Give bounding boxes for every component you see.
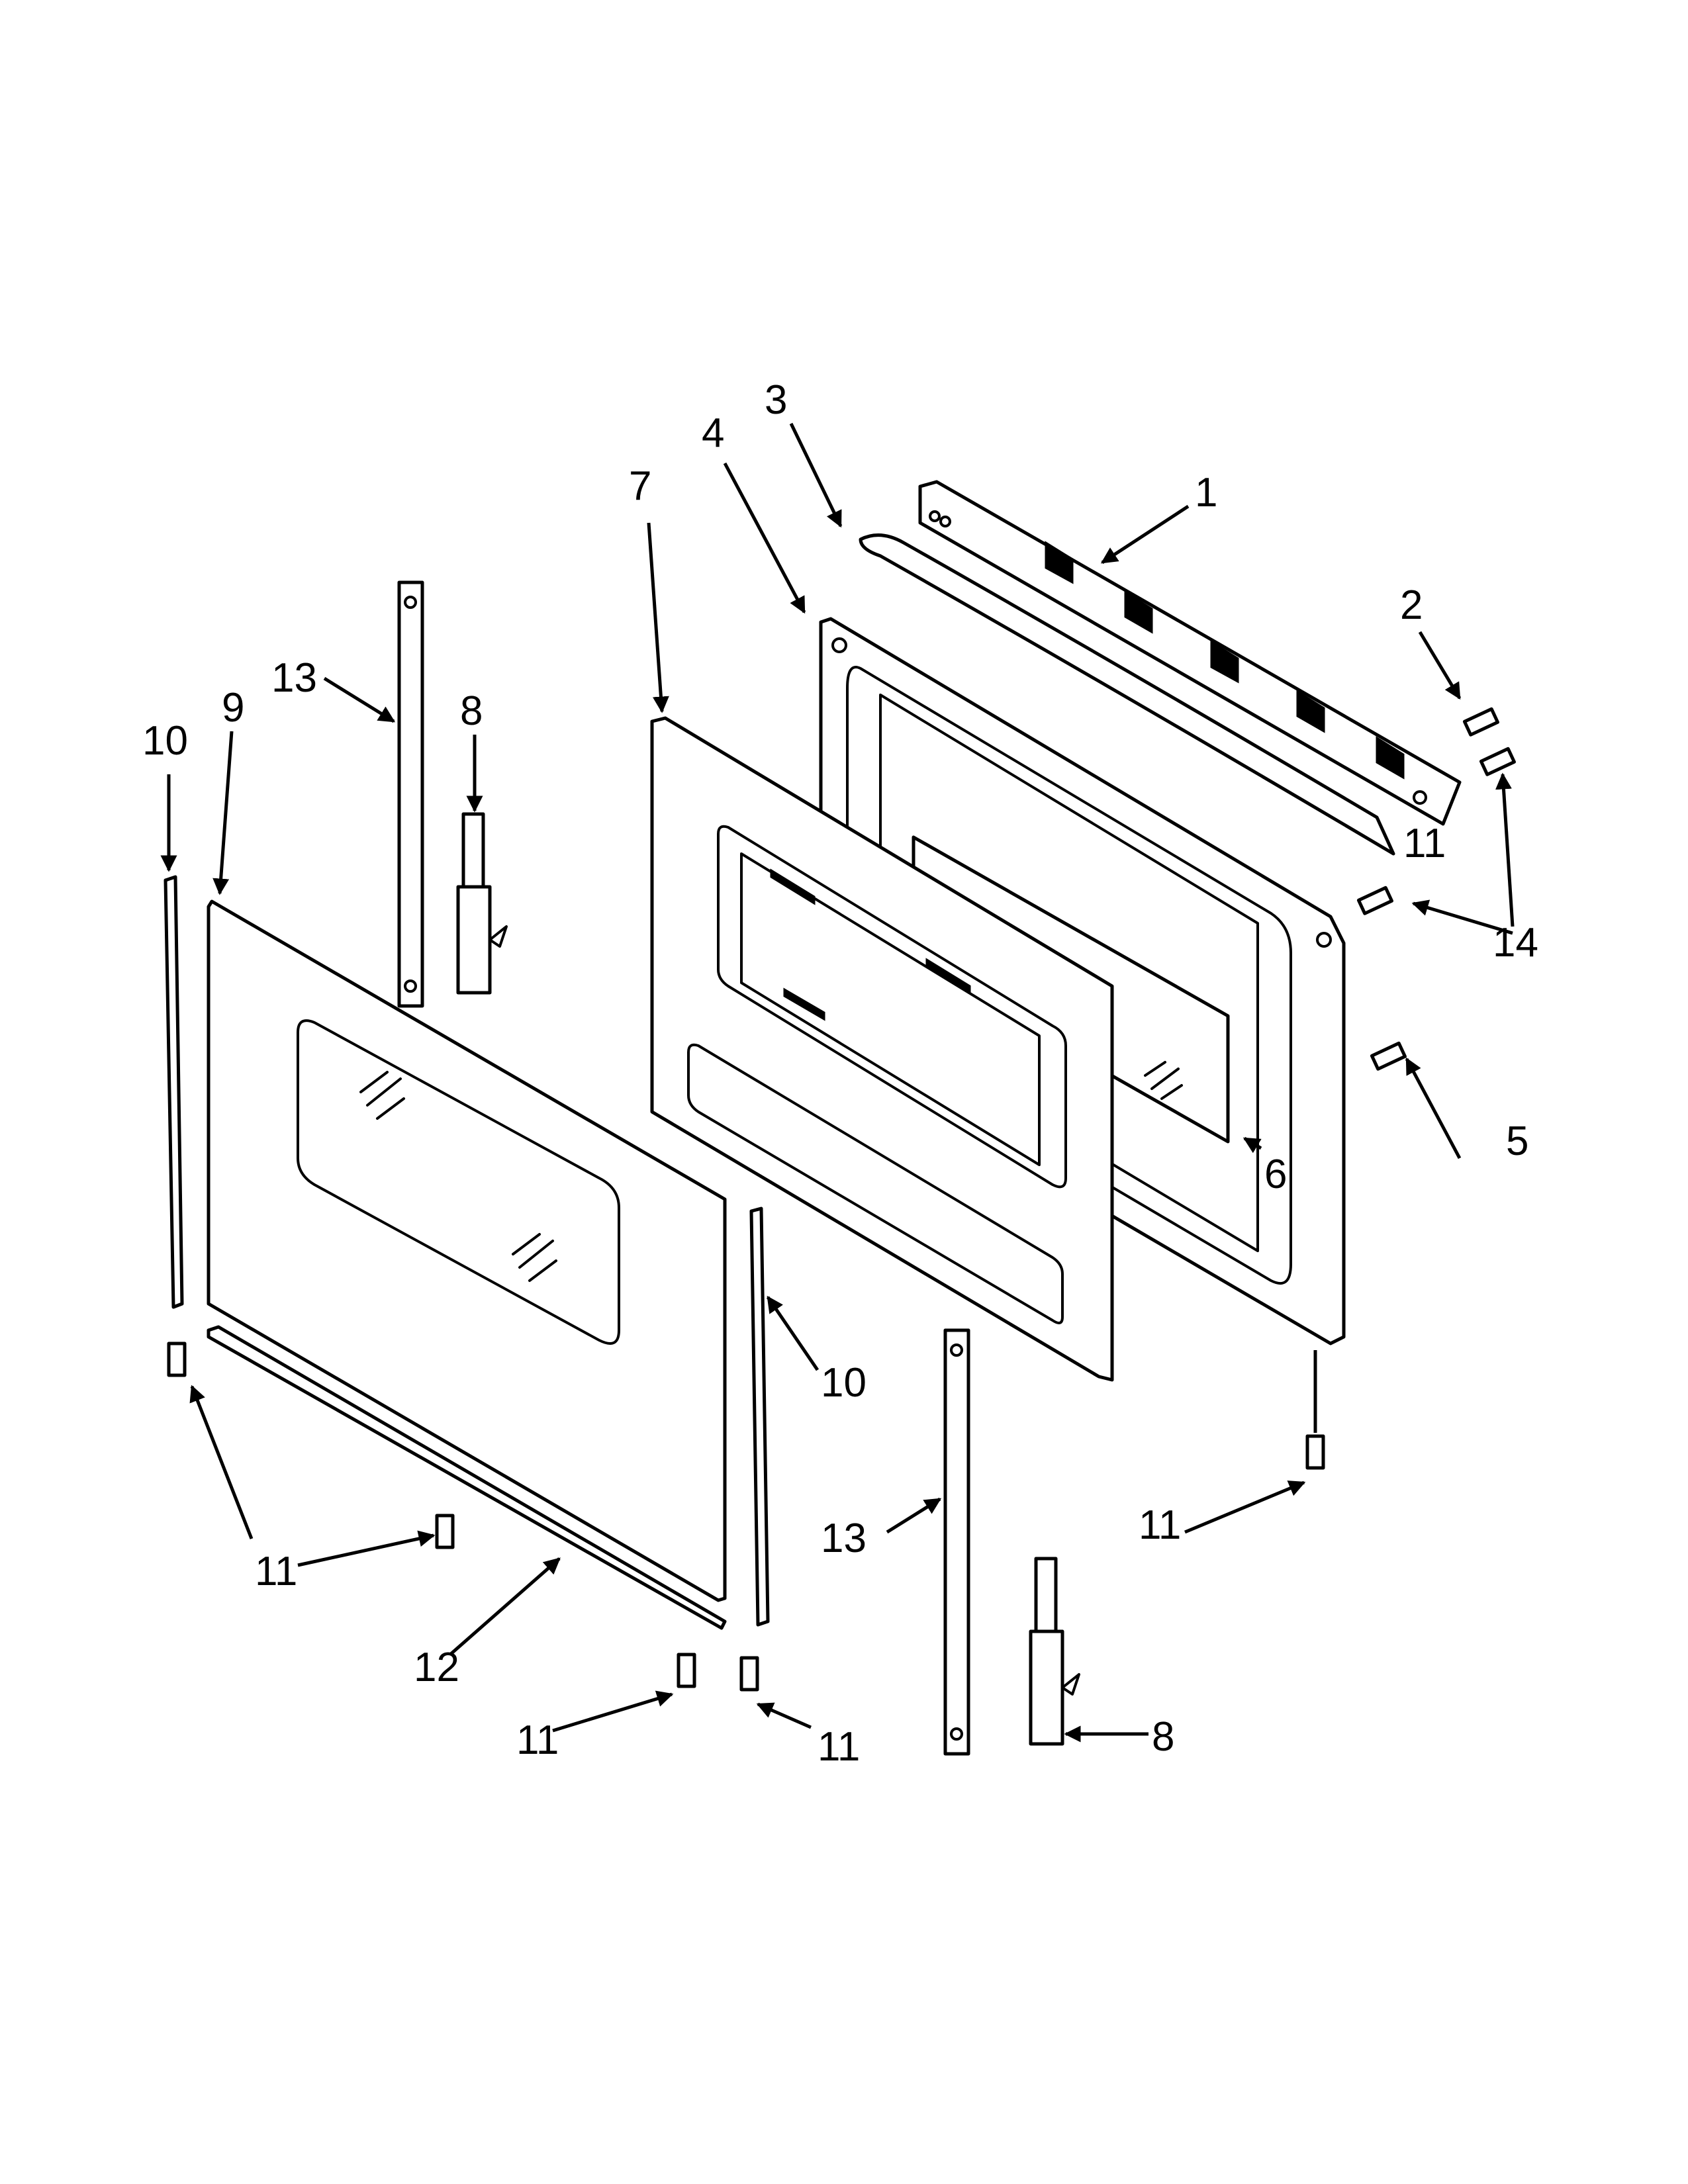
callout-3: 3: [765, 377, 787, 423]
bottom-trim: [207, 1325, 727, 1630]
callout-labels: 1 2 3 4 5 6 7 8 8 9 10 10 11 11 11 11 11…: [142, 377, 1538, 1770]
screw-11-middle: [435, 1514, 455, 1549]
callout-11-right: 11: [1139, 1502, 1181, 1548]
callout-11-bottom-a: 11: [516, 1717, 559, 1763]
callout-13-top: 13: [271, 655, 317, 701]
leader-lines: [160, 422, 1515, 1743]
callout-6: 6: [1264, 1152, 1287, 1197]
callout-13-bottom: 13: [821, 1516, 867, 1561]
door-liner: [650, 716, 1114, 1382]
callout-11-left: 11: [255, 1549, 297, 1594]
screw-11-bottom-b: [739, 1656, 759, 1692]
hinge-bottom: [1029, 1557, 1080, 1746]
callout-4: 4: [702, 410, 724, 456]
screw-11-left: [167, 1342, 187, 1377]
outer-door-glass: [207, 899, 727, 1602]
callout-8-top: 8: [460, 688, 483, 734]
door-handle: [859, 533, 1395, 856]
callout-11-top-right: 11: [1403, 821, 1446, 866]
callout-2: 2: [1400, 582, 1423, 628]
callout-1: 1: [1195, 470, 1217, 516]
callout-7: 7: [629, 463, 651, 509]
callout-5: 5: [1506, 1118, 1528, 1164]
callout-8-bottom: 8: [1152, 1714, 1174, 1760]
callout-14: 14: [1493, 920, 1538, 966]
screw-5: [1370, 1041, 1407, 1071]
screw-11-right: [1305, 1434, 1325, 1470]
callout-12: 12: [414, 1645, 459, 1690]
screw-11-bottom-a: [677, 1653, 696, 1688]
callout-11-bottom-b: 11: [818, 1724, 860, 1770]
callout-10-left: 10: [142, 718, 188, 764]
vent-trim: [918, 480, 1462, 826]
side-trim-left: [164, 875, 184, 1309]
screw-2: [1462, 707, 1499, 737]
screw-14-b: [1356, 886, 1393, 915]
callout-10-right: 10: [821, 1360, 867, 1406]
screw-14-a: [1479, 747, 1516, 776]
side-trim-right: [749, 1206, 770, 1627]
hinge-receiver-bottom: [943, 1328, 970, 1756]
callout-9: 9: [222, 685, 244, 731]
hinge-top: [456, 812, 508, 995]
hinge-receiver-top: [397, 580, 424, 1008]
